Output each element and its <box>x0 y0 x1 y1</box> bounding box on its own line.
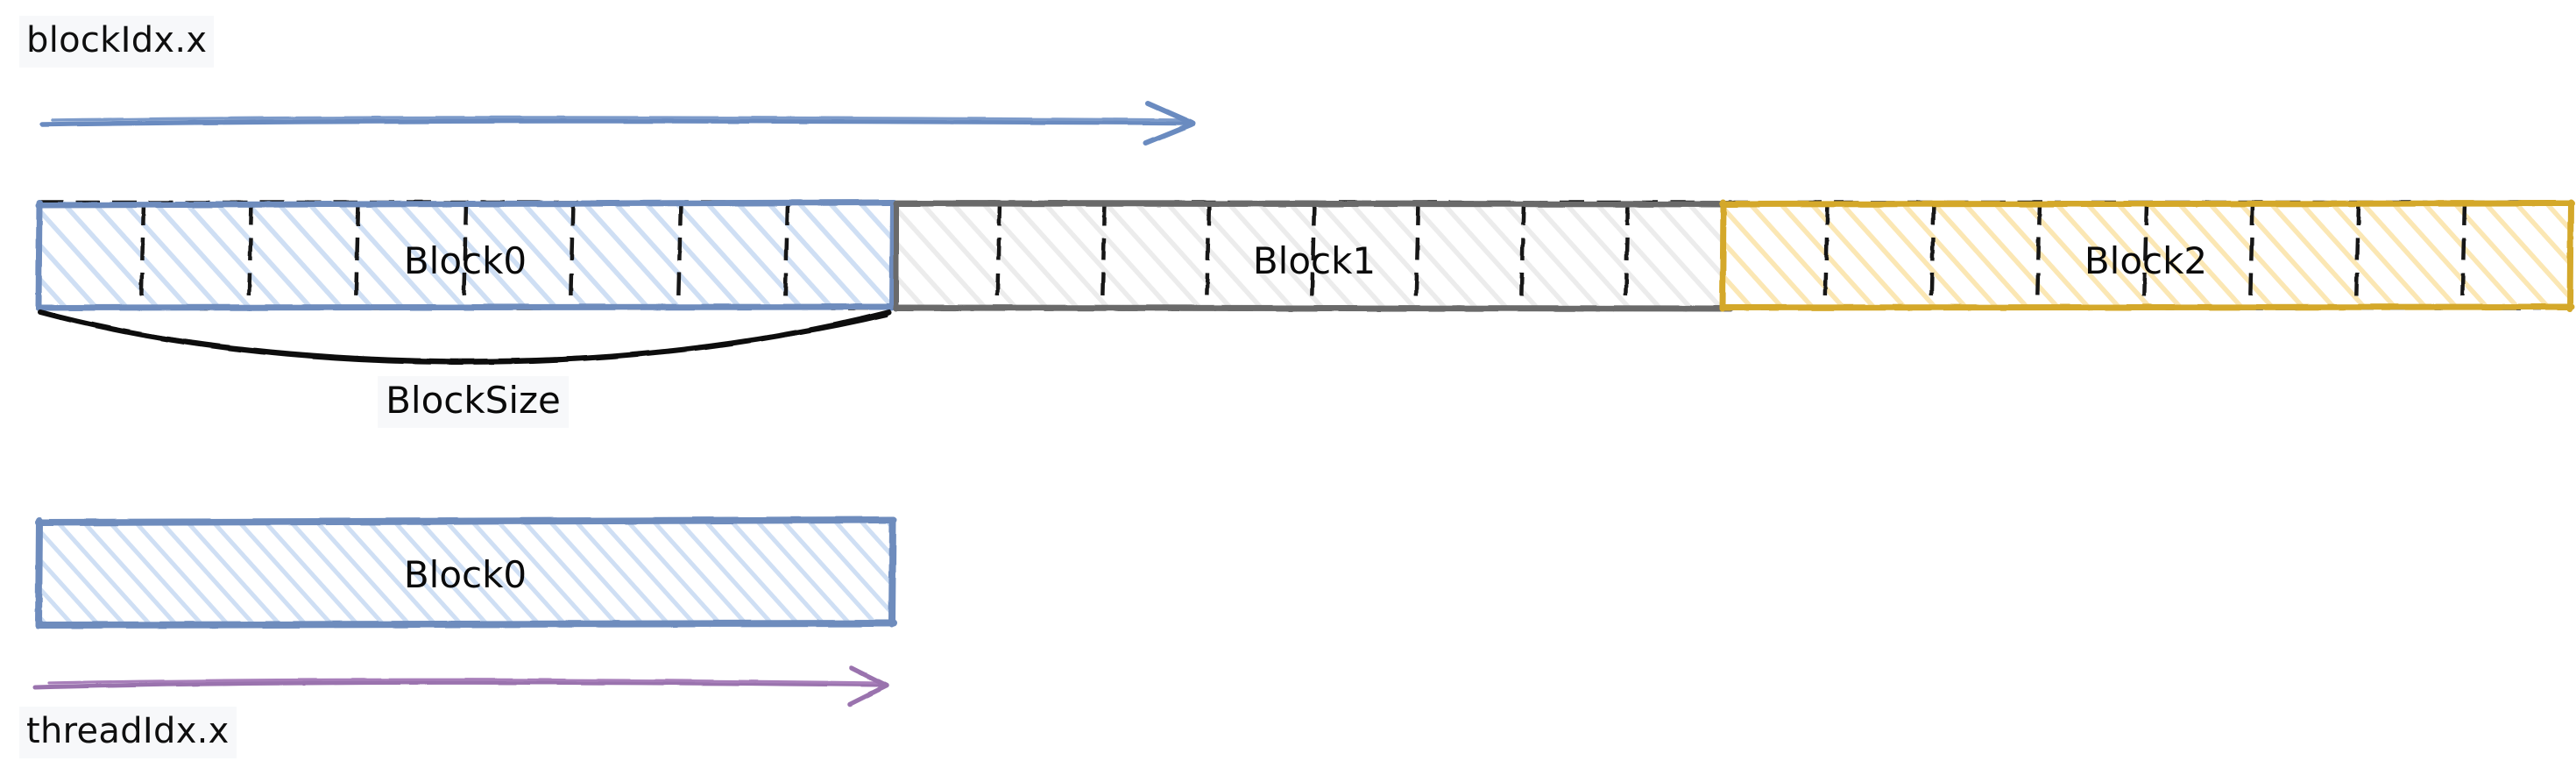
top-block-1 <box>893 200 1735 312</box>
blockidx-arrow <box>39 101 1196 146</box>
threadidx-arrow <box>32 665 889 707</box>
threadidx-axis-label: threadIdx.x <box>19 707 237 759</box>
top-block-0 <box>35 199 897 311</box>
top-block-2 <box>1719 199 2575 312</box>
blockidx-axis-label: blockIdx.x <box>19 16 215 68</box>
bottom-block-0 <box>35 516 897 629</box>
blocksize-brace <box>38 309 892 365</box>
blocksize-label: BlockSize <box>378 376 569 429</box>
